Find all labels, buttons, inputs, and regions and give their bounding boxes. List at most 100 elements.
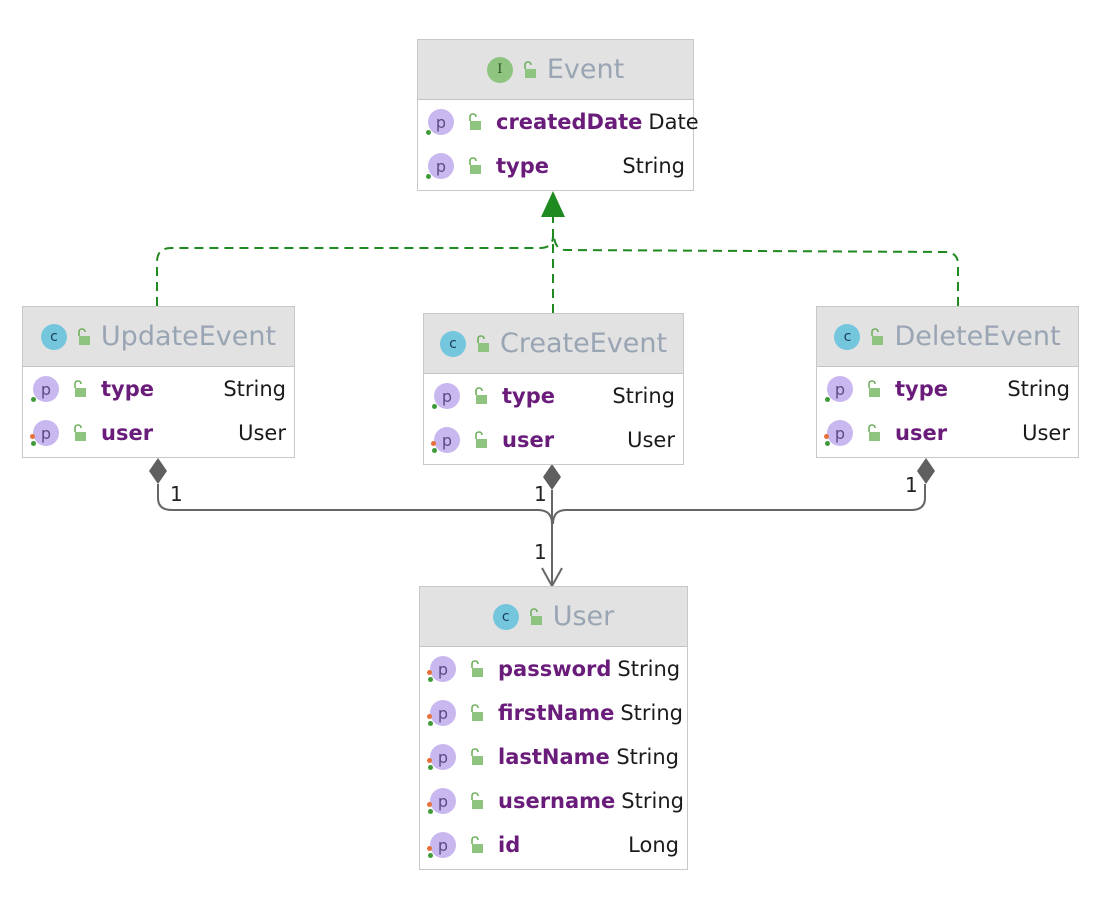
lock-open-icon	[471, 792, 483, 809]
class-header-event[interactable]: I Event	[418, 40, 693, 100]
realization-delete-event	[553, 235, 959, 306]
field-row[interactable]: p type String	[418, 144, 693, 188]
lock-open-icon	[471, 660, 483, 677]
field-name: type	[895, 377, 949, 401]
field-name: user	[895, 421, 948, 445]
class-header-user[interactable]: c User	[420, 587, 687, 647]
property-p-icon: p	[427, 656, 456, 682]
lock-open-icon	[868, 424, 880, 441]
field-type: String	[622, 154, 685, 178]
class-name: Event	[546, 54, 625, 85]
field-name: type	[101, 377, 155, 401]
association-delete-event	[552, 484, 926, 525]
realization-arrowhead	[541, 191, 565, 217]
field-row[interactable]: p user User	[424, 418, 683, 462]
field-type: Long	[628, 833, 679, 857]
field-list: p type String p user User	[424, 374, 683, 462]
property-p-icon: p	[427, 744, 456, 770]
multiplicity-create-event: 1	[534, 482, 547, 506]
class-box-update-event[interactable]: c UpdateEvent p type String p user User	[22, 306, 295, 458]
field-type: User	[1022, 421, 1070, 445]
realization-update-event	[156, 235, 554, 306]
lock-open-icon	[477, 334, 489, 352]
field-name: username	[498, 789, 616, 813]
field-list: p password String p firstName String p l…	[420, 647, 687, 867]
field-name: type	[496, 154, 550, 178]
field-row[interactable]: p firstName String	[420, 691, 687, 735]
lock-open-icon	[469, 113, 481, 130]
field-name: createdDate	[496, 110, 643, 134]
property-p-icon: p	[427, 832, 456, 858]
field-type: String	[617, 657, 681, 681]
field-row[interactable]: p id Long	[420, 823, 687, 867]
property-p-icon: p	[426, 109, 454, 135]
field-type: Date	[648, 110, 699, 134]
field-name: firstName	[498, 701, 615, 725]
field-type: User	[627, 428, 675, 452]
field-row[interactable]: p lastName String	[420, 735, 687, 779]
field-type: String	[223, 377, 286, 401]
field-name: lastName	[498, 745, 610, 769]
class-box-event[interactable]: I Event p createdDate Date p type String	[417, 39, 699, 191]
class-header-update-event[interactable]: c UpdateEvent	[23, 307, 294, 367]
class-name: User	[552, 601, 615, 632]
property-p-icon: p	[30, 420, 59, 446]
class-header-delete-event[interactable]: c DeleteEvent	[817, 307, 1078, 367]
field-type: String	[620, 701, 684, 725]
field-name: type	[502, 384, 556, 408]
class-c-icon: c	[834, 323, 861, 350]
field-type: String	[621, 789, 684, 813]
class-box-create-event[interactable]: c CreateEvent p type String p user User	[423, 313, 684, 465]
lock-open-icon	[475, 431, 487, 448]
field-name: user	[101, 421, 154, 445]
class-c-icon: c	[492, 603, 519, 630]
class-box-delete-event[interactable]: c DeleteEvent p type String p user User	[816, 306, 1079, 458]
field-name: password	[498, 657, 612, 681]
lock-open-icon	[475, 387, 487, 404]
lock-open-icon	[78, 327, 90, 345]
field-name: id	[498, 833, 521, 857]
field-list: p createdDate Date p type String	[418, 100, 699, 188]
field-row[interactable]: p createdDate Date	[418, 100, 699, 144]
lock-open-icon	[469, 157, 481, 174]
composition-diamond-delete-event	[917, 458, 935, 484]
property-p-icon: p	[427, 700, 456, 726]
multiplicity-user: 1	[534, 540, 547, 564]
field-row[interactable]: p password String	[420, 647, 687, 691]
field-type: User	[238, 421, 286, 445]
field-type: String	[1007, 377, 1070, 401]
class-c-icon: c	[439, 330, 466, 357]
lock-open-icon	[871, 327, 884, 345]
multiplicity-update-event: 1	[170, 482, 183, 506]
association-update-event	[157, 484, 553, 525]
lock-open-icon	[74, 380, 86, 397]
field-row[interactable]: p user User	[817, 411, 1078, 455]
field-row[interactable]: p user User	[23, 411, 294, 455]
class-name: DeleteEvent	[894, 321, 1061, 352]
field-list: p type String p user User	[817, 367, 1078, 455]
property-p-icon: p	[427, 788, 456, 814]
class-header-create-event[interactable]: c CreateEvent	[424, 314, 683, 374]
lock-open-icon	[529, 607, 542, 625]
property-p-icon: p	[426, 153, 454, 179]
field-row[interactable]: p type String	[23, 367, 294, 411]
property-p-icon: p	[824, 420, 853, 446]
property-p-icon: p	[825, 376, 853, 402]
composition-diamond-update-event	[149, 458, 167, 484]
field-type: String	[616, 745, 679, 769]
class-name: UpdateEvent	[100, 321, 277, 352]
field-row[interactable]: p type String	[424, 374, 683, 418]
field-type: String	[612, 384, 675, 408]
lock-open-icon	[74, 424, 86, 441]
lock-open-icon	[868, 380, 880, 397]
class-box-user[interactable]: c User p password String p firstName Str…	[419, 586, 688, 870]
interface-i-icon: I	[486, 56, 513, 83]
property-p-icon: p	[431, 427, 460, 453]
field-row[interactable]: p username String	[420, 779, 687, 823]
field-name: user	[502, 428, 555, 452]
field-row[interactable]: p type String	[817, 367, 1078, 411]
lock-open-icon	[471, 836, 483, 853]
property-p-icon: p	[432, 383, 460, 409]
lock-open-icon	[471, 748, 483, 765]
property-p-icon: p	[31, 376, 59, 402]
